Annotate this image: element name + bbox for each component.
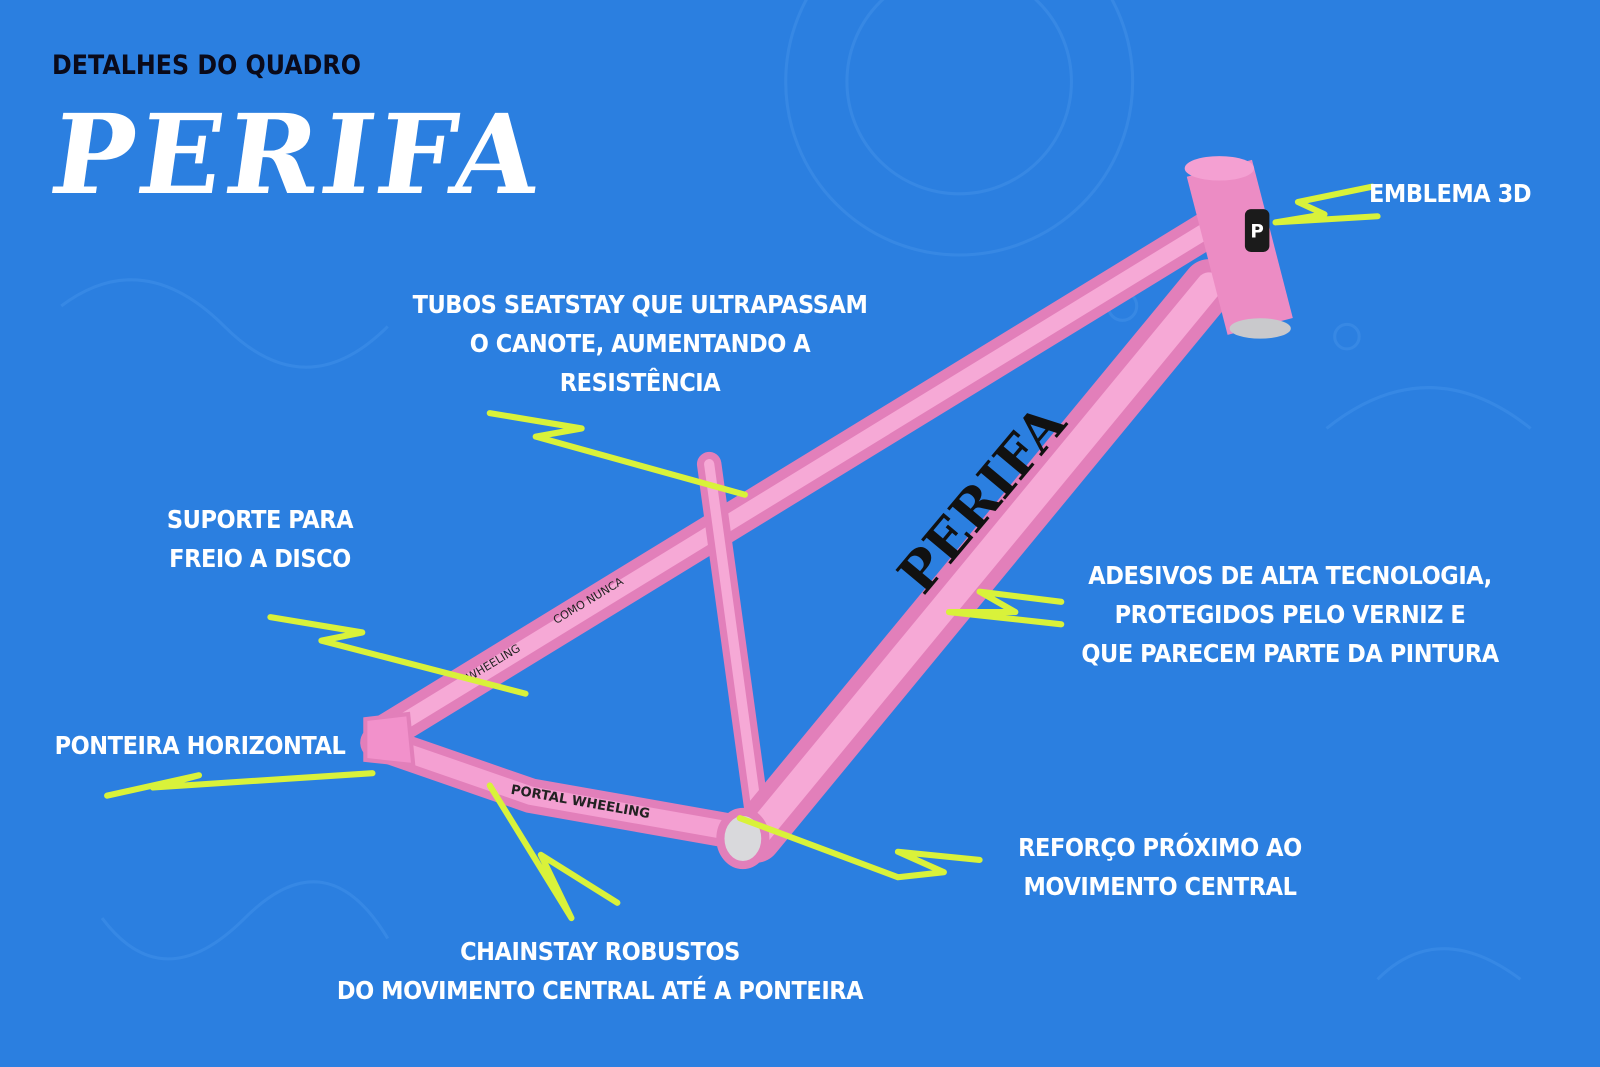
callout-text: EMBLEMA 3D [1369,179,1532,208]
head-badge-icon [1244,209,1270,252]
callout-line-ponteira [104,770,376,799]
callout-text: DO MOVIMENTO CENTRAL ATÉ A PONTEIRA [336,976,864,1005]
callout-seatstay: TUBOS SEATSTAY QUE ULTRAPASSAM O CANOTE,… [406,285,874,402]
callout-lines [104,183,1381,922]
callout-line-emblema [1272,183,1381,226]
callout-adesivos: ADESIVOS DE ALTA TECNOLOGIA, PROTEGIDOS … [1065,556,1515,673]
brand-title: PERIFA [43,90,552,219]
callout-reforco: REFORÇO PRÓXIMO AO MOVIMENTO CENTRAL [998,828,1322,906]
callout-ponteira: PONTEIRA HORIZONTAL [47,726,353,765]
callout-text: FREIO A DISCO [169,544,351,573]
callout-text: PONTEIRA HORIZONTAL [54,731,346,760]
callout-line-reforco [736,815,983,881]
frame [360,156,1293,870]
callout-text: QUE PARECEM PARTE DA PINTURA [1081,639,1499,668]
callout-text: TUBOS SEATSTAY QUE ULTRAPASSAM [412,290,868,319]
callout-chainstay: CHAINSTAY ROBUSTOS DO MOVIMENTO CENTRAL … [321,932,879,1010]
callout-text: SUPORTE PARA [166,505,354,534]
callout-text: REFORÇO PRÓXIMO AO [1018,833,1302,862]
callout-text: RESISTÊNCIA [559,368,721,397]
callout-text: MOVIMENTO CENTRAL [1023,872,1297,901]
head-badge-letter: P [1250,222,1263,243]
callout-line-freio [267,614,529,697]
page-subtitle: DETALHES DO QUADRO [52,50,361,81]
callout-freio: SUPORTE PARA FREIO A DISCO [152,500,368,578]
callout-text: O CANOTE, AUMENTANDO A [469,329,811,358]
head-tube [1186,159,1293,335]
callout-emblema: EMBLEMA 3D [1369,174,1532,213]
callout-text: CHAINSTAY ROBUSTOS [460,937,740,966]
callout-text: ADESIVOS DE ALTA TECNOLOGIA, [1088,561,1492,590]
callout-text: PROTEGIDOS PELO VERNIZ E [1114,600,1466,629]
dropout [363,711,416,768]
callout-line-chainstay [486,782,621,922]
callout-line-seatstay [486,410,748,498]
background-doodles [60,0,1532,981]
callout-line-adesivos [945,588,1065,628]
